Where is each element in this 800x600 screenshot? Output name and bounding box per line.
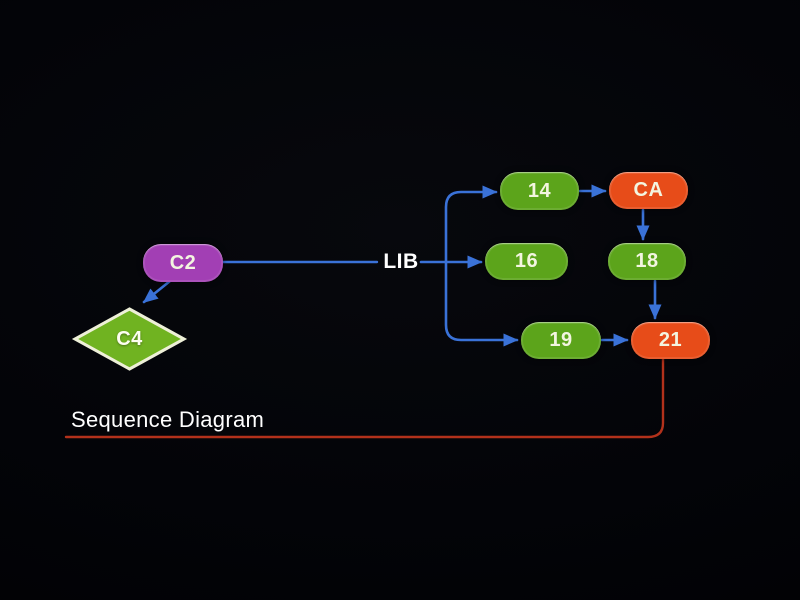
node-16-label: 16 [514, 250, 539, 272]
node-21: 21 [631, 322, 710, 359]
edge-label-lib: LIB [383, 250, 419, 273]
node-c2: C2 [143, 244, 223, 282]
node-21-label: 21 [658, 329, 683, 351]
node-c2-label: C2 [169, 251, 197, 274]
edge-lib-19 [444, 260, 519, 347]
node-19: 19 [521, 322, 601, 359]
node-16: 16 [485, 243, 568, 280]
node-c4-label: C4 [116, 327, 143, 350]
diamond-shape [71, 307, 188, 371]
edge-21-title-underline [64, 357, 665, 439]
node-ca-label: CA [633, 179, 664, 201]
node-18-label: 18 [635, 250, 659, 272]
node-c4: C4 [71, 305, 188, 373]
edge-lib-14 [444, 185, 498, 264]
node-14-label: 14 [527, 179, 552, 202]
edge-c2-c4 [142, 279, 172, 304]
node-ca: CA [609, 172, 688, 209]
node-18: 18 [608, 243, 686, 280]
diamond-polygon [71, 307, 188, 371]
node-19-label: 19 [549, 329, 573, 351]
diagram-title: Sequence Diagram [71, 407, 265, 432]
node-14: 14 [500, 172, 579, 210]
